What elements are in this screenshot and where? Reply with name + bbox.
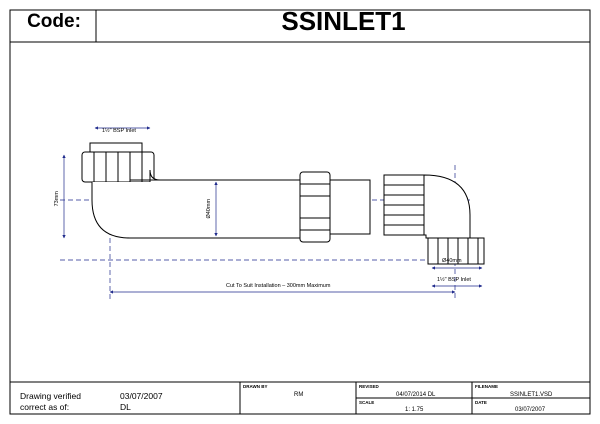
right-diameter-label: Ø40mm bbox=[442, 258, 462, 264]
product-code: SSINLET1 bbox=[281, 6, 406, 36]
left-inlet-coupling bbox=[81, 142, 155, 183]
drawn-by-value: RM bbox=[294, 392, 304, 398]
right-elbow bbox=[383, 174, 485, 265]
verified-date: 03/07/2007 bbox=[120, 391, 163, 401]
filename-value: SSINLET1.VSD bbox=[510, 392, 553, 398]
date-value: 03/07/2007 bbox=[515, 407, 546, 413]
pipe-diameter-label: Ø40mm bbox=[206, 198, 213, 219]
verified-label-line1: Drawing verified bbox=[20, 391, 81, 401]
drawn-by-heading: DRAWN BY bbox=[243, 384, 268, 389]
revised-heading: REVISED bbox=[359, 384, 379, 389]
filename-heading: FILENAME bbox=[475, 384, 498, 389]
right-inlet-label: 1½" BSP Inlet bbox=[437, 277, 471, 283]
length-dimension-label: Cut To Suit Installation – 300mm Maximum bbox=[226, 283, 331, 289]
dimension-lines bbox=[62, 126, 483, 294]
code-label: Code: bbox=[27, 11, 81, 32]
sheet-border bbox=[9, 9, 591, 415]
date-heading: DATE bbox=[475, 400, 487, 405]
scale-value: 1: 1.75 bbox=[405, 407, 424, 413]
middle-coupling bbox=[299, 171, 371, 243]
scale-heading: SCALE bbox=[359, 400, 375, 405]
verified-by: DL bbox=[120, 402, 131, 412]
verified-label-line2: correct as of: bbox=[20, 402, 70, 412]
left-inlet-label: 1½" BSP Inlet bbox=[102, 128, 136, 134]
title-block-lines bbox=[10, 381, 590, 414]
height-dimension-label: 73mm bbox=[53, 191, 60, 207]
revised-value: 04/07/2014 DL bbox=[396, 392, 436, 398]
